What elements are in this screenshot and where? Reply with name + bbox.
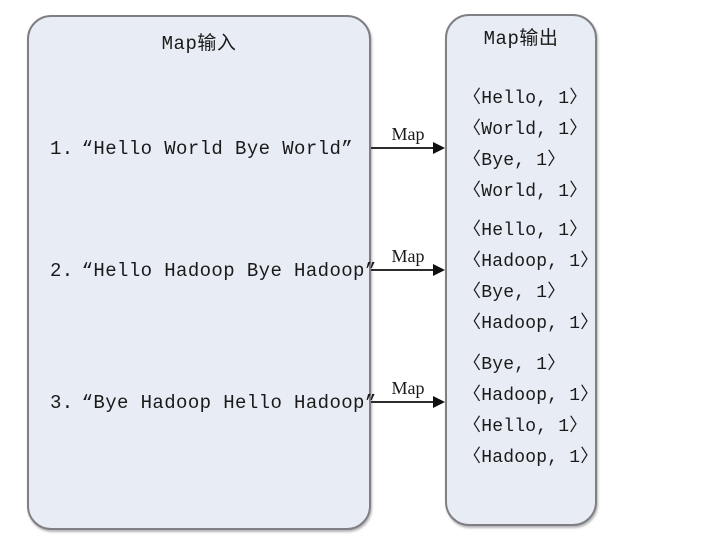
output-pair: 〈World, 1〉	[463, 182, 588, 202]
arrow-head-2	[433, 264, 445, 276]
input-line-3: 3. “Bye Hadoop Hello Hadoop”	[50, 391, 376, 415]
arrow-head-1	[433, 142, 445, 154]
output-group-3: 〈Bye, 1〉 〈Hadoop, 1〉 〈Hello, 1〉 〈Hadoop,…	[463, 350, 599, 474]
map-arrow-1	[371, 142, 445, 154]
output-pair: 〈Hello, 1〉	[463, 89, 588, 109]
output-pair: 〈Hadoop, 1〉	[463, 448, 599, 468]
output-pair: 〈Hadoop, 1〉	[463, 386, 599, 406]
output-pair: 〈Hello, 1〉	[463, 221, 588, 241]
map-output-box	[445, 14, 597, 526]
arrow-label-1: Map	[391, 124, 425, 144]
arrow-label-2: Map	[391, 246, 425, 266]
input-line-2-text: “Hello Hadoop Bye Hadoop”	[81, 260, 377, 282]
output-pair: 〈Hadoop, 1〉	[463, 314, 599, 334]
map-arrow-3	[371, 396, 445, 408]
arrow-shaft-2	[371, 269, 435, 271]
arrow-shaft-1	[371, 147, 435, 149]
output-pair: 〈Hadoop, 1〉	[463, 252, 599, 272]
output-pair: 〈World, 1〉	[463, 120, 588, 140]
map-input-title: Map输入	[161, 33, 237, 55]
input-line-3-text: “Bye Hadoop Hello Hadoop”	[81, 392, 377, 414]
map-arrow-2	[371, 264, 445, 276]
input-line-1-text: “Hello World Bye World”	[81, 138, 354, 160]
arrow-head-3	[433, 396, 445, 408]
input-line-1-number: 1.	[50, 138, 74, 160]
arrow-shaft-3	[371, 401, 435, 403]
input-line-1: 1. “Hello World Bye World”	[50, 137, 360, 161]
output-pair: 〈Bye, 1〉	[463, 151, 566, 171]
output-pair: 〈Bye, 1〉	[463, 355, 566, 375]
output-pair: 〈Bye, 1〉	[463, 283, 566, 303]
input-line-2: 2. “Hello Hadoop Bye Hadoop”	[50, 259, 376, 283]
output-group-1: 〈Hello, 1〉 〈World, 1〉 〈Bye, 1〉 〈World, 1…	[463, 84, 595, 208]
output-pair: 〈Hello, 1〉	[463, 417, 588, 437]
input-line-3-number: 3.	[50, 392, 74, 414]
input-line-2-number: 2.	[50, 260, 74, 282]
arrow-label-3: Map	[391, 378, 425, 398]
output-group-2: 〈Hello, 1〉 〈Hadoop, 1〉 〈Bye, 1〉 〈Hadoop,…	[463, 216, 599, 340]
map-output-title: Map输出	[483, 28, 559, 50]
map-input-box	[27, 15, 371, 530]
